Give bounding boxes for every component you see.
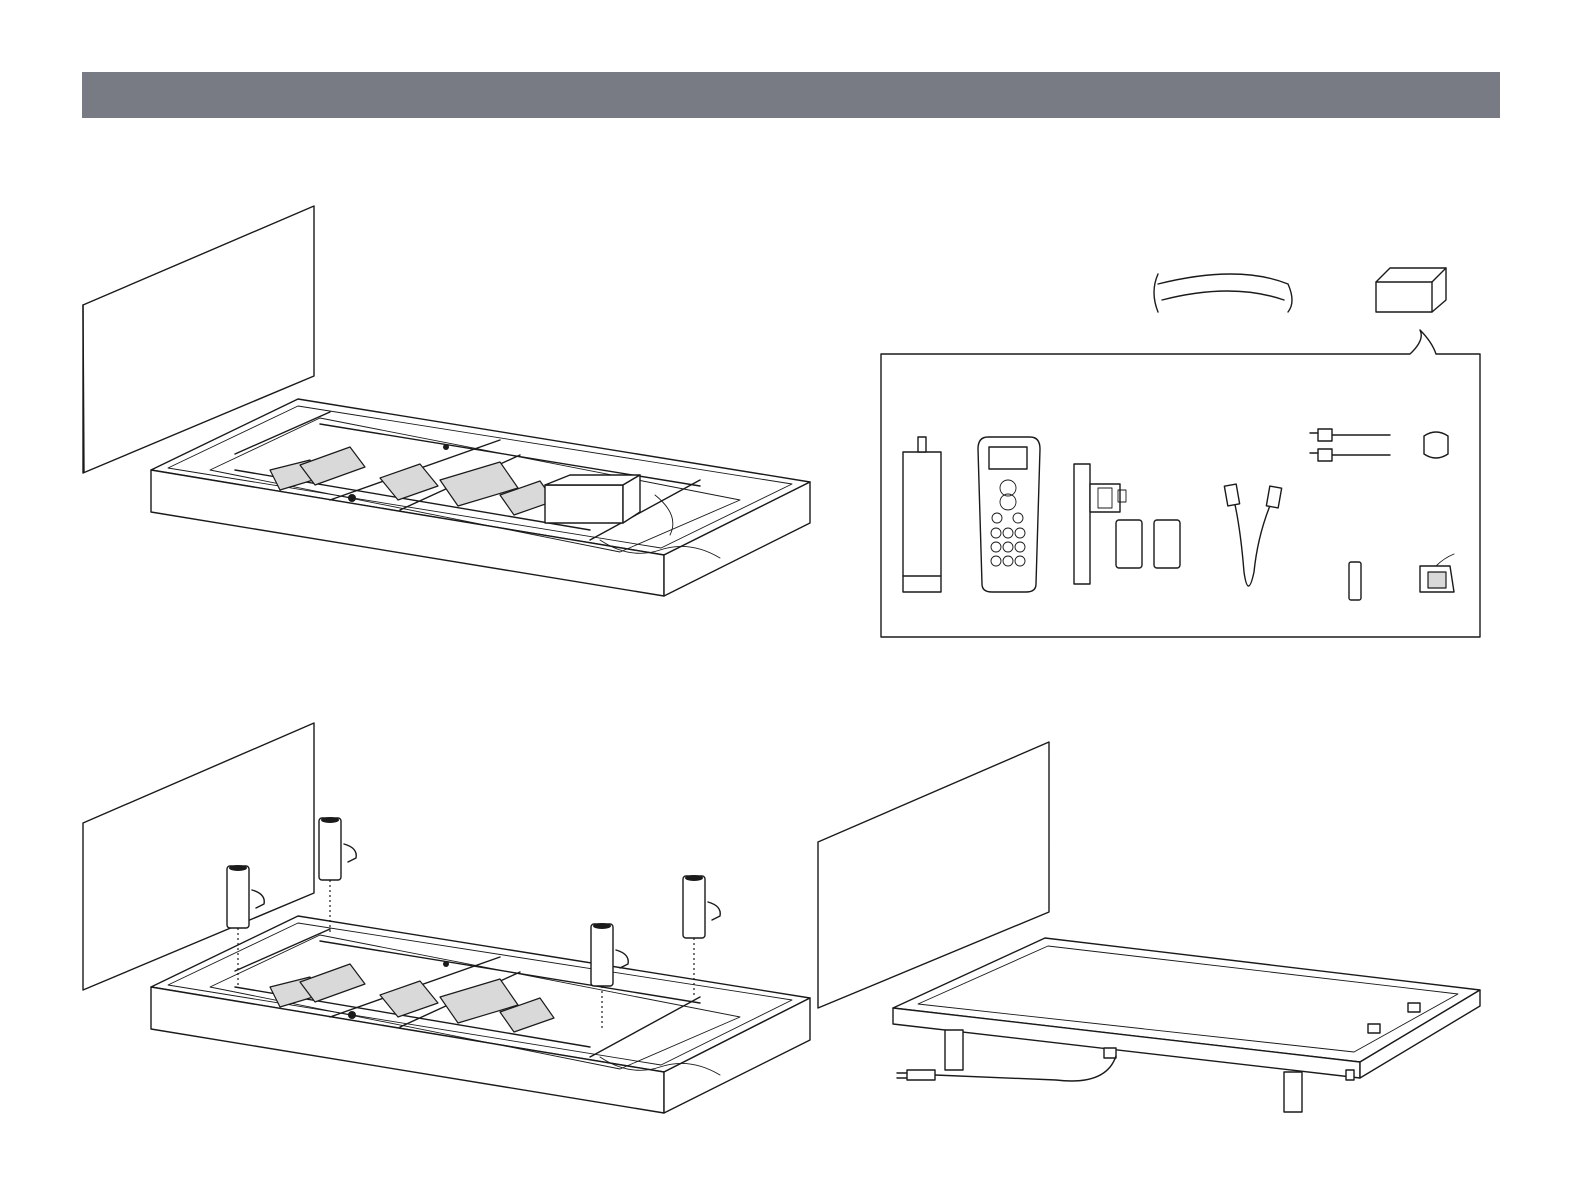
platform-deck bbox=[893, 938, 1480, 1078]
